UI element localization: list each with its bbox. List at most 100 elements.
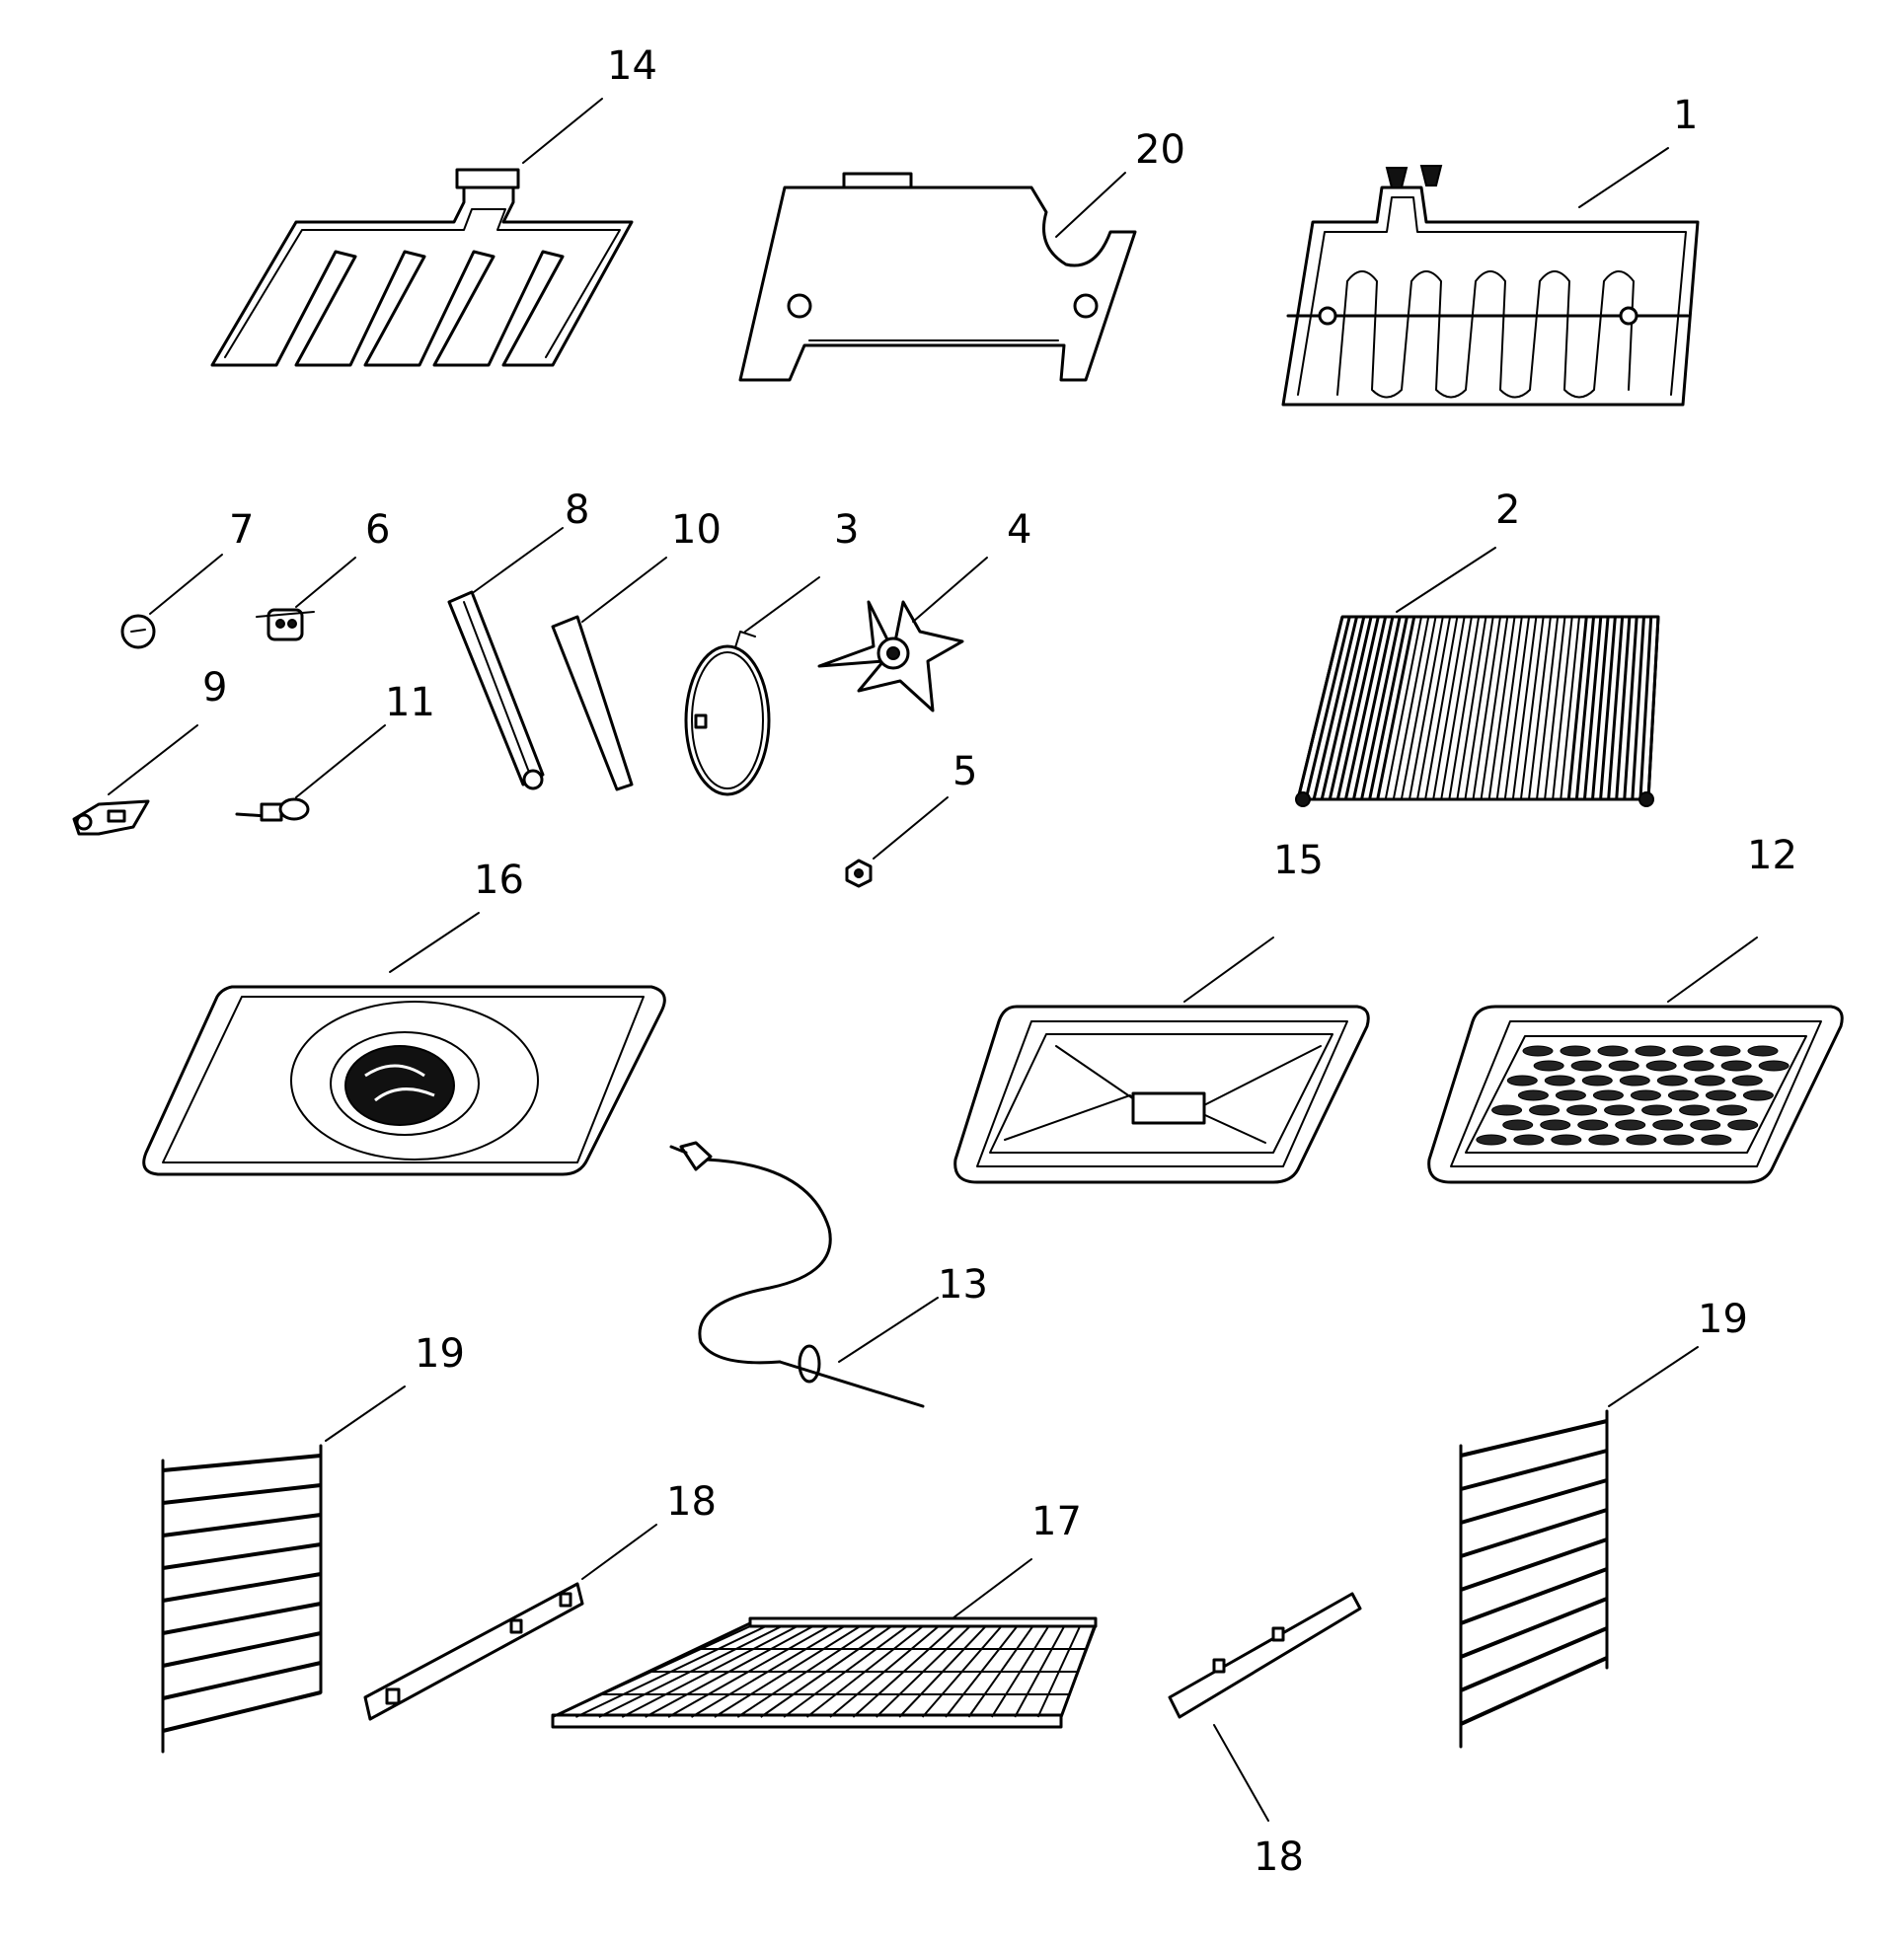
rack-bar [1646,616,1660,800]
rack-rung [1460,1478,1608,1525]
rack-bar [1335,616,1380,800]
rack-bar [1360,616,1402,800]
grid-slot [1491,1104,1523,1116]
rack-bar [1638,616,1653,800]
label-part-4: 4 [1007,507,1031,553]
part-2-grill-rack [1295,547,1660,807]
rack-bar [1552,616,1573,800]
grid-slot [1615,1119,1646,1131]
rack-bar [1408,616,1444,800]
part-20-rear-panel [738,172,1137,382]
rack-rung [162,1690,322,1733]
label-part-1: 1 [1673,93,1698,138]
grid-slot [1476,1134,1507,1146]
rack-bar [1304,616,1351,800]
rack-bar [1456,616,1487,800]
part-16-rear-cover [142,912,666,1176]
rack-bar [1511,616,1538,800]
label-part-20: 20 [1135,127,1185,173]
rack-bar [1352,616,1395,800]
rack-bar [1591,616,1610,800]
grid-slot [1502,1119,1534,1131]
rack-rung [1460,1626,1608,1692]
rack-rung [1460,1537,1608,1592]
callout-labels: 14 20 1 7 6 8 10 3 4 2 9 11 5 16 15 12 1… [202,43,1797,1880]
rack-rung [1460,1419,1608,1458]
rack-bar [1623,616,1638,800]
label-part-15: 15 [1273,838,1324,883]
part-19-right-rack-support [1459,1346,1699,1749]
grid-slot [1560,1045,1591,1057]
part-19-left-rack-support [161,1386,406,1754]
grid-slot [1619,1075,1650,1086]
grid-slot [1608,1060,1639,1072]
rack-bar [1503,616,1531,800]
rack-bar [1464,616,1494,800]
label-part-13: 13 [938,1262,988,1308]
grid-slot [1540,1119,1571,1131]
label-part-14: 14 [607,43,657,89]
part-17-oven-rack [551,1558,1098,1729]
label-part-2: 2 [1495,487,1520,533]
grid-slot [1517,1089,1549,1101]
rack-bar [1328,616,1373,800]
grid-slot [1513,1134,1545,1146]
rack-rung [1460,1656,1608,1726]
label-part-5: 5 [952,749,977,794]
rack-bar [1432,616,1466,800]
rack-bar [1487,616,1516,800]
rack-bar [1296,616,1344,800]
grid-slot [1758,1060,1790,1072]
grid-slot [1667,1089,1699,1101]
rack-bar [1472,616,1501,800]
rack-bar [1343,616,1388,800]
part-15-roasting-pan [953,937,1370,1184]
grid-slot [1588,1134,1620,1146]
part-3-fan-element-ring [684,576,820,796]
rack-rung [162,1483,322,1505]
part-14-bake-element [210,98,634,367]
grid-slot [1544,1075,1575,1086]
part-8-strip [447,527,564,790]
label-part-8: 8 [565,487,589,533]
rack-rung [162,1454,322,1472]
grid-slot [1592,1089,1624,1101]
label-part-12: 12 [1747,833,1797,878]
label-part-16: 16 [474,858,524,903]
rack-rung [162,1602,322,1635]
part-18-left-side-rail [363,1524,657,1721]
grid-slot [1656,1075,1688,1086]
label-part-3: 3 [834,507,859,553]
grid-slot [1679,1104,1711,1116]
part-1-broil-element [1281,147,1700,407]
rack-bar [1599,616,1617,800]
label-part-6: 6 [365,507,390,553]
rack-rung [162,1572,322,1603]
rack-bar [1615,616,1632,800]
grid-slot [1597,1045,1629,1057]
grid-slot [1566,1104,1598,1116]
rack-rung [1460,1449,1608,1491]
grid-slot [1710,1045,1741,1057]
grid-slot [1577,1119,1609,1131]
grid-slot [1672,1045,1704,1057]
rack-bar [1574,616,1596,800]
rack-bar [1582,616,1603,800]
rack-bar [1312,616,1359,800]
label-part-19-right: 19 [1698,1297,1748,1342]
grid-slot [1701,1134,1732,1146]
part-9-bracket [72,724,198,836]
part-5-nut [845,796,949,888]
rack-bar [1440,616,1473,800]
rack-rung [1460,1508,1608,1558]
part-11-sensor [235,724,386,822]
grid-slot [1690,1119,1721,1131]
rack-rung [1460,1597,1608,1659]
label-part-18-left: 18 [666,1479,717,1525]
rack-bar [1566,616,1588,800]
part-13-meat-probe [669,1141,939,1408]
grid-slot [1731,1075,1763,1086]
label-part-17: 17 [1031,1499,1082,1544]
label-part-9: 9 [202,665,227,711]
label-part-18-right: 18 [1254,1835,1304,1880]
